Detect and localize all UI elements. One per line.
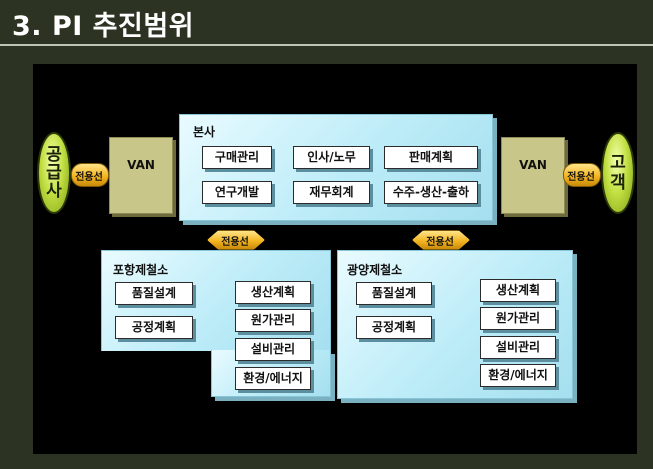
van-right-label: VAN bbox=[519, 158, 547, 172]
pohang-item-production-plan: 생산계획 bbox=[235, 281, 311, 304]
van-right-box: VAN bbox=[501, 137, 565, 214]
diagram-canvas: 공 급 사 전용선 VAN 본사 구매관리 인사/노무 판매계획 연구개발 재무… bbox=[33, 64, 637, 454]
customer-link-label: 전용선 bbox=[567, 172, 595, 183]
pohang-item-environment-energy: 환경/에너지 bbox=[235, 367, 311, 390]
gwangyang-item-process-plan: 공정계획 bbox=[356, 316, 432, 339]
supplier-oval: 공 급 사 bbox=[37, 132, 71, 214]
customer-link-connector bbox=[563, 163, 601, 187]
gwangyang-link-connector bbox=[412, 230, 470, 250]
pohang-item-process-plan: 공정계획 bbox=[115, 316, 193, 339]
hq-item-rnd: 연구개발 bbox=[202, 181, 272, 204]
gwangyang-link-label: 전용선 bbox=[426, 237, 454, 248]
pohang-item-cost-mgmt: 원가관리 bbox=[235, 309, 311, 332]
hq-item-finance: 재무회계 bbox=[293, 181, 370, 204]
pohang-item-quality-design: 품질설계 bbox=[115, 282, 193, 305]
van-left-label: VAN bbox=[127, 158, 155, 172]
customer-oval: 고 객 bbox=[601, 132, 635, 214]
hq-item-hr: 인사/노무 bbox=[293, 146, 370, 169]
hq-panel: 본사 구매관리 인사/노무 판매계획 연구개발 재무회계 수주-생산-출하 bbox=[179, 114, 493, 221]
van-left-box: VAN bbox=[109, 137, 173, 214]
hq-item-order-production: 수주-생산-출하 bbox=[384, 181, 478, 204]
hq-item-purchasing: 구매관리 bbox=[202, 146, 272, 169]
gwangyang-item-quality-design: 품질설계 bbox=[356, 282, 432, 305]
pohang-link-label: 전용선 bbox=[221, 237, 249, 248]
title-divider bbox=[0, 44, 653, 46]
gwangyang-item-facility-mgmt: 설비관리 bbox=[480, 336, 556, 359]
customer-char-2: 객 bbox=[610, 173, 626, 193]
gwangyang-item-environment-energy: 환경/에너지 bbox=[480, 364, 556, 387]
gwangyang-item-cost-mgmt: 원가관리 bbox=[480, 307, 556, 330]
hq-item-sales-plan: 판매계획 bbox=[384, 146, 478, 169]
page-title: 3. PI 추진범위 bbox=[12, 11, 195, 42]
supplier-char-3: 사 bbox=[46, 181, 62, 201]
gwangyang-item-production-plan: 생산계획 bbox=[480, 279, 556, 302]
pohang-item-facility-mgmt: 설비관리 bbox=[235, 338, 311, 361]
supplier-link-connector bbox=[71, 163, 109, 187]
supplier-char-1: 공 bbox=[46, 145, 62, 165]
supplier-link-label: 전용선 bbox=[75, 172, 103, 183]
pohang-title: 포항제철소 bbox=[113, 263, 169, 277]
pohang-link-connector bbox=[207, 230, 265, 250]
customer-char-1: 고 bbox=[610, 153, 626, 173]
supplier-char-2: 급 bbox=[46, 163, 62, 183]
gwangyang-title: 광양제철소 bbox=[347, 263, 403, 277]
hq-title: 본사 bbox=[193, 125, 216, 139]
